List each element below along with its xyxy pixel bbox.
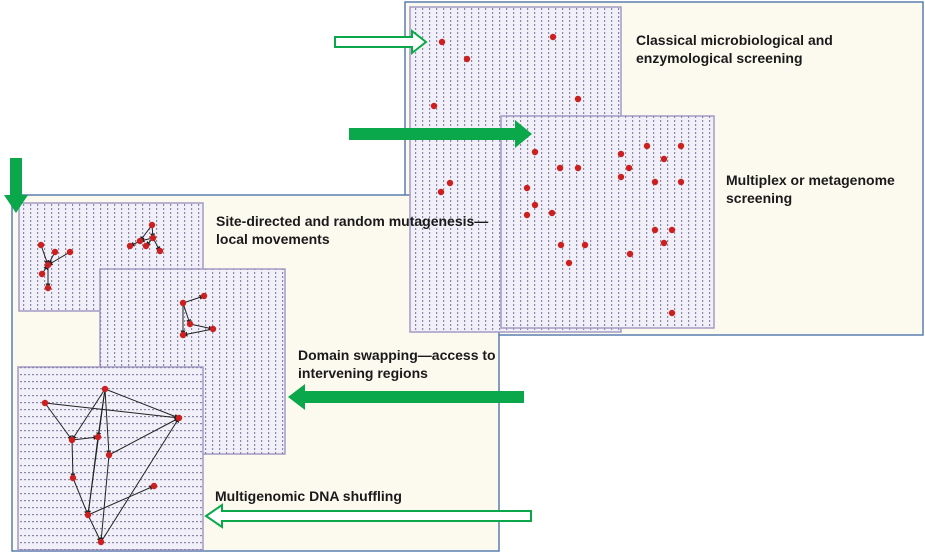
network-node <box>69 474 77 482</box>
network-node <box>105 451 113 459</box>
network-node <box>175 414 183 422</box>
network-node <box>84 511 92 519</box>
label-domain-swapping: Domain swapping—access to intervening re… <box>298 347 496 381</box>
arrow-to-domain-swapping <box>288 384 524 410</box>
red-dot <box>581 241 589 249</box>
red-dot <box>677 178 685 186</box>
multiplex-screening-grid <box>500 115 715 329</box>
arrow-to-multiplex <box>349 120 532 148</box>
shuffling-grid <box>17 366 204 551</box>
network-node <box>66 248 74 256</box>
network-edge <box>139 224 153 242</box>
network-edge <box>182 295 205 304</box>
network-node <box>148 221 156 229</box>
network-node <box>44 261 52 269</box>
network-edge <box>182 302 191 325</box>
red-dot <box>557 241 565 249</box>
network-node <box>179 299 187 307</box>
red-dot <box>626 250 634 258</box>
network-edge <box>86 388 106 516</box>
network-node <box>97 538 105 546</box>
network-edge <box>70 439 76 479</box>
network-node <box>186 320 194 328</box>
label-multiplex-screening: Multiplex or metagenome screening <box>726 172 895 206</box>
network-node <box>179 331 187 339</box>
red-dot <box>531 148 539 156</box>
red-dot <box>549 33 557 41</box>
network-edge <box>47 251 71 266</box>
network-node <box>136 237 144 245</box>
red-dot <box>574 95 582 103</box>
red-dot <box>565 259 573 267</box>
network-edge <box>100 417 180 543</box>
network-node <box>150 482 158 490</box>
arrow-to-classical <box>334 28 428 56</box>
network-edge <box>98 454 110 543</box>
red-dot <box>625 164 633 172</box>
network-node <box>209 325 217 333</box>
red-dot <box>617 173 625 181</box>
red-dot <box>446 179 454 187</box>
red-dot <box>523 184 531 192</box>
network-node <box>126 242 134 250</box>
network-node <box>38 270 46 278</box>
network-edge <box>87 514 102 543</box>
arrow-down-to-mutagenesis <box>4 158 28 213</box>
red-dot <box>556 164 564 172</box>
network-node <box>51 248 59 256</box>
red-dot <box>651 178 659 186</box>
arrow-to-shuffling <box>204 503 532 529</box>
red-dot <box>677 142 685 150</box>
network-node <box>41 399 49 407</box>
network-edge <box>104 388 112 456</box>
red-dot <box>668 226 676 234</box>
label-dna-shuffling: Multigenomic DNA shuffling <box>215 488 402 504</box>
red-dot <box>531 201 539 209</box>
network-node <box>68 436 76 444</box>
red-dot <box>438 38 446 46</box>
network-node <box>37 241 45 249</box>
label-classical-screening: Classical microbiological and enzymologi… <box>636 32 833 66</box>
red-dot <box>660 155 668 163</box>
network-edge <box>44 402 180 420</box>
network-node <box>156 247 164 255</box>
network-edge <box>44 402 73 441</box>
network-edge <box>40 244 49 266</box>
red-dot <box>463 55 471 63</box>
network-node <box>149 234 157 242</box>
red-dot <box>617 150 625 158</box>
network-edge <box>189 323 214 331</box>
network-edge <box>182 328 214 337</box>
red-dot <box>430 102 438 110</box>
red-dot <box>548 209 556 217</box>
network-node <box>101 385 109 393</box>
red-dot <box>523 211 531 219</box>
network-node <box>44 284 52 292</box>
network-edge <box>87 485 155 516</box>
network-edge <box>108 417 180 456</box>
red-dot <box>643 142 651 150</box>
label-site-directed-mutagenesis: Site-directed and random mutagenesis— lo… <box>216 213 489 247</box>
red-dot <box>574 164 582 172</box>
network-node <box>200 292 208 300</box>
red-dot <box>668 309 676 317</box>
red-dot <box>651 226 659 234</box>
network-node <box>142 242 150 250</box>
network-edge <box>104 388 180 419</box>
network-node <box>94 433 102 441</box>
network-edge <box>72 477 89 516</box>
network-edge <box>71 388 106 441</box>
red-dot <box>660 239 668 247</box>
red-dot <box>437 188 445 196</box>
